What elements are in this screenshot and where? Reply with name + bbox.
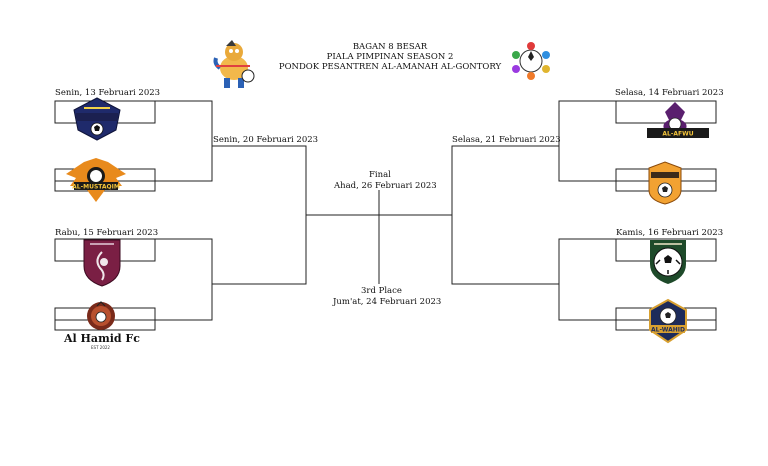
team-green-ball-logo (650, 240, 686, 284)
final-date: Ahad, 26 Februari 2023 (334, 181, 437, 191)
mascot-logo (213, 40, 255, 88)
right-sf-date: Selasa, 21 Februari 2023 (452, 135, 561, 145)
al-wahid-text: AL-WAHID (651, 327, 685, 334)
left-sf-date: Senin, 20 Februari 2023 (213, 135, 319, 145)
title-line-3: PONDOK PESANTREN AL-AMANAH AL-GONTORY (278, 62, 502, 72)
left-qf1-date: Senin, 13 Februari 2023 (55, 88, 161, 98)
al-hamid-name: Al Hamid Fc (64, 332, 140, 345)
team-al-wahid-logo: AL-WAHID (649, 298, 687, 344)
al-hamid-sub: EST 2022 (91, 345, 110, 350)
team-al-mustaqim-logo: AL-MUSTAQIM (66, 158, 126, 202)
team-al-afwu-logo: AL-AFWU (647, 102, 709, 138)
al-mustaqim-text: AL-MUSTAQIM (72, 184, 120, 191)
team-rabu-logo (83, 239, 121, 287)
title-line-1: BAGAN 8 BESAR (352, 42, 428, 52)
right-qf1-date: Selasa, 14 Februari 2023 (615, 88, 724, 98)
ponpes-logo (512, 42, 550, 80)
team-al-hamid-logo (87, 301, 115, 330)
final-label: Final (369, 170, 391, 180)
team-al-muttaqin-logo (73, 97, 121, 141)
team-orange-logo (648, 161, 682, 205)
al-afwu-text: AL-AFWU (662, 131, 693, 138)
third-place-label: 3rd Place (361, 286, 402, 296)
bracket-title: BAGAN 8 BESAR PIALA PIMPINAN SEASON 2 PO… (265, 42, 515, 72)
third-place-date: Jum'at, 24 Februari 2023 (333, 297, 442, 307)
left-qf2-date: Rabu, 15 Februari 2023 (55, 228, 159, 238)
right-qf2-date: Kamis, 16 Februari 2023 (616, 228, 724, 238)
title-line-2: PIALA PIMPINAN SEASON 2 (326, 52, 454, 62)
